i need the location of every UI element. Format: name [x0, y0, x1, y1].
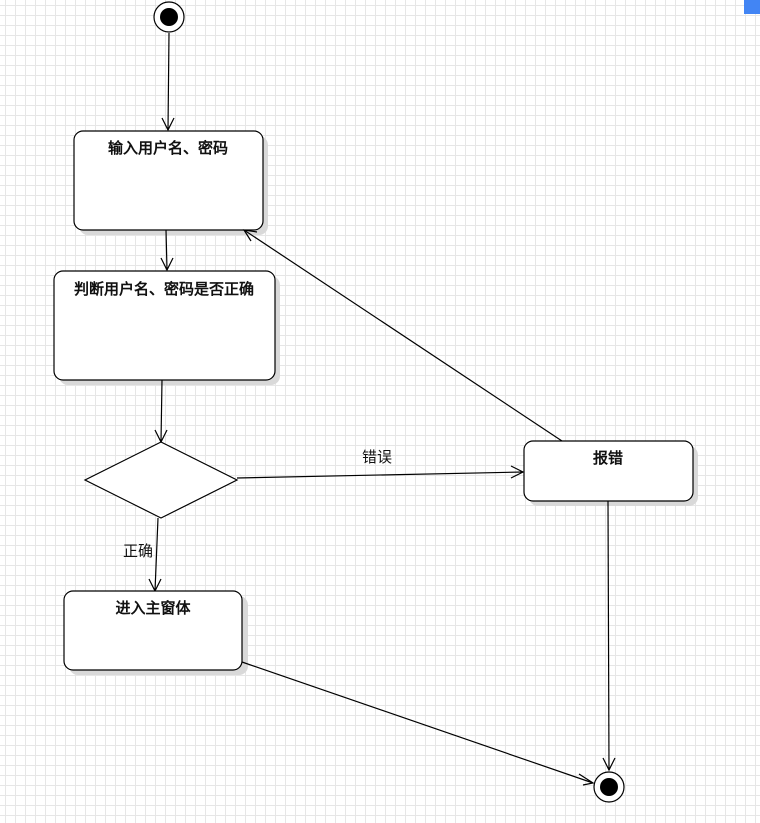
edge-input-to-check	[160, 229, 174, 272]
end-node[interactable]	[593, 771, 625, 803]
action-enter-main-window[interactable]: 进入主窗体	[63, 590, 243, 671]
input-credentials-label: 输入用户名、密码	[108, 139, 228, 157]
decision-diamond[interactable]	[83, 441, 239, 519]
action-check-credentials[interactable]: 判断用户名、密码是否正确	[53, 270, 276, 381]
edge-start-to-input	[161, 32, 175, 132]
correct-label: 正确	[123, 542, 153, 560]
edge-decision-to-error	[236, 465, 525, 479]
selection-marker	[744, 0, 760, 14]
action-report-error[interactable]: 报错	[523, 440, 694, 502]
wrong-label: 错误	[362, 448, 392, 466]
edge-error-to-input	[242, 229, 563, 442]
enter-main-window-label: 进入主窗体	[115, 599, 191, 617]
check-credentials-label: 判断用户名、密码是否正确	[74, 280, 254, 298]
edge-error-to-end	[602, 500, 616, 772]
edge-main-to-end	[241, 661, 595, 786]
report-error-label: 报错	[593, 449, 623, 467]
start-node[interactable]	[153, 1, 185, 33]
edge-check-to-decision	[154, 379, 168, 444]
action-input-credentials[interactable]: 输入用户名、密码	[73, 130, 264, 231]
